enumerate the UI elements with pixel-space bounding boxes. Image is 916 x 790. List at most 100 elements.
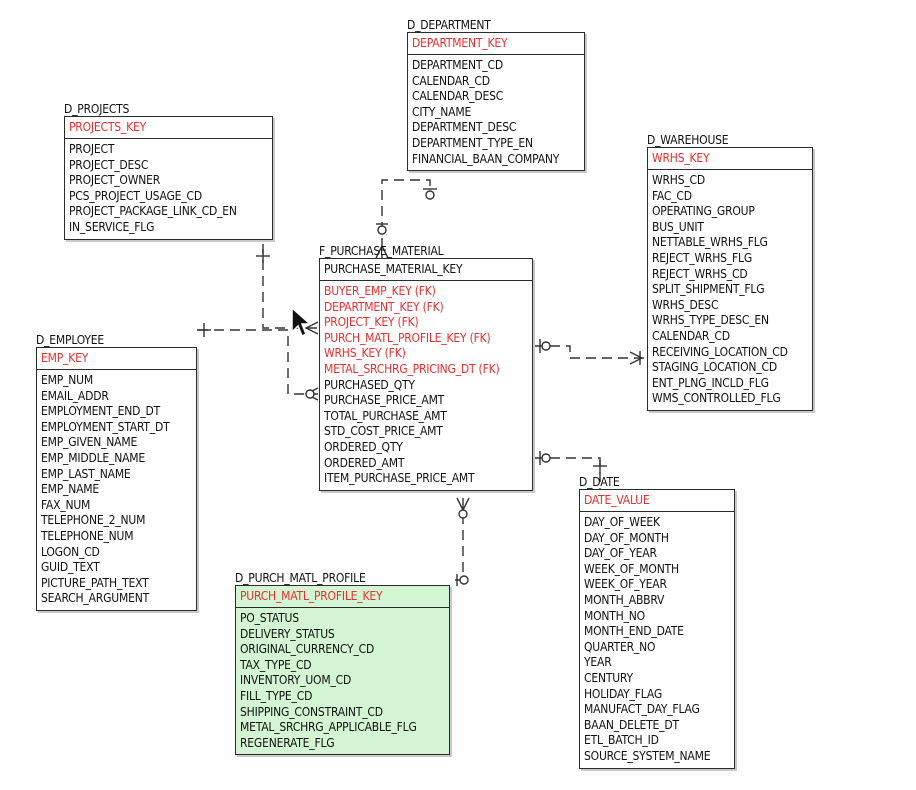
attribute: PICTURE_PATH_TEXT — [41, 575, 149, 590]
attribute: MONTH_END_DATE — [584, 624, 684, 639]
attribute: GUID_TEXT — [41, 560, 100, 575]
attribute: EMPLOYMENT_END_DT — [41, 404, 160, 419]
attribute: ORIGINAL_CURRENCY_CD — [240, 642, 375, 657]
primary-key: PURCHASE_MATERIAL_KEY — [320, 259, 532, 281]
attribute: TELEPHONE_2_NUM — [41, 513, 146, 528]
entity-name: F_PURCHASE_MATERIAL — [319, 244, 444, 258]
attribute: WRHS_DESC — [652, 297, 719, 312]
foreign-key-attribute: METAL_SRCHRG_PRICING_DT (FK) — [324, 361, 500, 376]
attribute: STAGING_LOCATION_CD — [652, 360, 777, 375]
attribute: EMP_NAME — [41, 482, 100, 497]
attribute: PROJECT_PACKAGE_LINK_CD_EN — [69, 204, 237, 219]
entity-f-purchase-material[interactable]: F_PURCHASE_MATERIAL PURCHASE_MATERIAL_KE… — [319, 244, 533, 491]
entity-d-purch-matl-profile[interactable]: D_PURCH_MATL_PROFILE PURCH_MATL_PROFILE_… — [235, 571, 450, 756]
attribute: DEPARTMENT_DESC — [412, 120, 517, 135]
rel-department-fact — [381, 179, 431, 258]
foreign-key-attribute: DEPARTMENT_KEY (FK) — [324, 299, 444, 314]
attribute: DEPARTMENT_CD — [412, 58, 503, 72]
attribute: WRHS_TYPE_DESC_EN — [652, 313, 769, 328]
attribute: SHIPPING_CONSTRAINT_CD — [240, 704, 383, 719]
attribute: CITY_NAME — [412, 104, 472, 119]
attribute: METAL_SRCHRG_APPLICABLE_FLG — [240, 720, 417, 735]
attribute: FILL_TYPE_CD — [240, 688, 313, 703]
attribute: TELEPHONE_NUM — [41, 528, 134, 543]
attribute: REJECT_WRHS_FLG — [652, 250, 752, 265]
attribute: ORDERED_AMT — [324, 455, 405, 470]
attribute: DEPARTMENT_TYPE_EN — [412, 135, 533, 150]
rel-department-circle — [425, 190, 435, 200]
attribute: PROJECT_DESC — [69, 157, 149, 172]
entity-d-department[interactable]: D_DEPARTMENT DEPARTMENT_KEY DEPARTMENT_C… — [407, 18, 585, 172]
attribute: YEAR — [584, 655, 612, 670]
attribute: MONTH_NO — [584, 608, 645, 623]
attribute: ORDERED_QTY — [324, 439, 403, 454]
attribute: TAX_TYPE_CD — [240, 657, 312, 672]
attribute: EMAIL_ADDR — [41, 388, 109, 403]
entity-name: D_PROJECTS — [64, 102, 130, 116]
attribute: WMS_CONTROLLED_FLG — [652, 391, 781, 406]
primary-key: DEPARTMENT_KEY — [408, 33, 584, 55]
attribute: PURCHASE_PRICE_AMT — [324, 393, 445, 408]
attribute: PROJECT — [69, 142, 115, 156]
attribute: WRHS_CD — [652, 173, 706, 187]
attribute: WEEK_OF_YEAR — [584, 577, 667, 592]
attribute: REGENERATE_FLG — [240, 735, 335, 750]
attribute: EMP_MIDDLE_NAME — [41, 450, 145, 465]
attribute: RECEIVING_LOCATION_CD — [652, 344, 788, 359]
attribute: CALENDAR_CD — [412, 73, 490, 88]
attribute: PROJECT_OWNER — [69, 173, 161, 188]
attribute: TOTAL_PURCHASE_AMT — [324, 408, 447, 423]
rel-fact-warehouse — [534, 345, 648, 359]
rel-fact-top-crowfoot — [375, 244, 389, 259]
attribute: IN_SERVICE_FLG — [69, 219, 155, 234]
entity-name: D_PURCH_MATL_PROFILE — [235, 571, 366, 585]
rel-fact-date — [534, 457, 601, 492]
attribute: OPERATING_GROUP — [652, 204, 755, 219]
attribute: FAX_NUM — [41, 497, 91, 512]
attribute: EMP_GIVEN_NAME — [41, 435, 138, 450]
attribute: PURCHASED_QTY — [324, 377, 415, 392]
attribute: LOGON_CD — [41, 544, 100, 559]
primary-key: EMP_KEY — [37, 348, 196, 370]
entity-name: D_DATE — [579, 475, 620, 489]
attribute: CENTURY — [584, 670, 633, 685]
foreign-key-attribute: PROJECT_KEY (FK) — [324, 315, 419, 330]
rel-employee-fact — [198, 329, 318, 395]
primary-key: PROJECTS_KEY — [65, 117, 272, 139]
attribute: DELIVERY_STATUS — [240, 626, 335, 641]
primary-key: PURCH_MATL_PROFILE_KEY — [236, 586, 449, 608]
rel-fact-left-crowfoot-a — [304, 321, 319, 335]
attribute: MONTH_ABBRV — [584, 592, 665, 607]
attribute: EMP_LAST_NAME — [41, 466, 131, 481]
entity-box: PURCHASE_MATERIAL_KEY BUYER_EMP_KEY (FK)… — [319, 258, 533, 491]
attribute: SPLIT_SHIPMENT_FLG — [652, 282, 765, 297]
attribute: INVENTORY_UOM_CD — [240, 673, 352, 688]
attribute: DAY_OF_WEEK — [584, 515, 660, 529]
attribute: MANUFACT_DAY_FLAG — [584, 702, 700, 717]
attribute: HOLIDAY_FLAG — [584, 686, 662, 701]
attribute: FAC_CD — [652, 188, 692, 203]
rel-profile-circle — [459, 575, 469, 585]
attribute: ETL_BATCH_ID — [584, 733, 659, 748]
attribute: BUS_UNIT — [652, 219, 704, 234]
foreign-key-attribute: WRHS_KEY (FK) — [324, 346, 406, 361]
attribute: PCS_PROJECT_USAGE_CD — [69, 188, 202, 203]
attribute: DAY_OF_MONTH — [584, 530, 669, 545]
attribute: FINANCIAL_BAAN_COMPANY — [412, 151, 560, 166]
